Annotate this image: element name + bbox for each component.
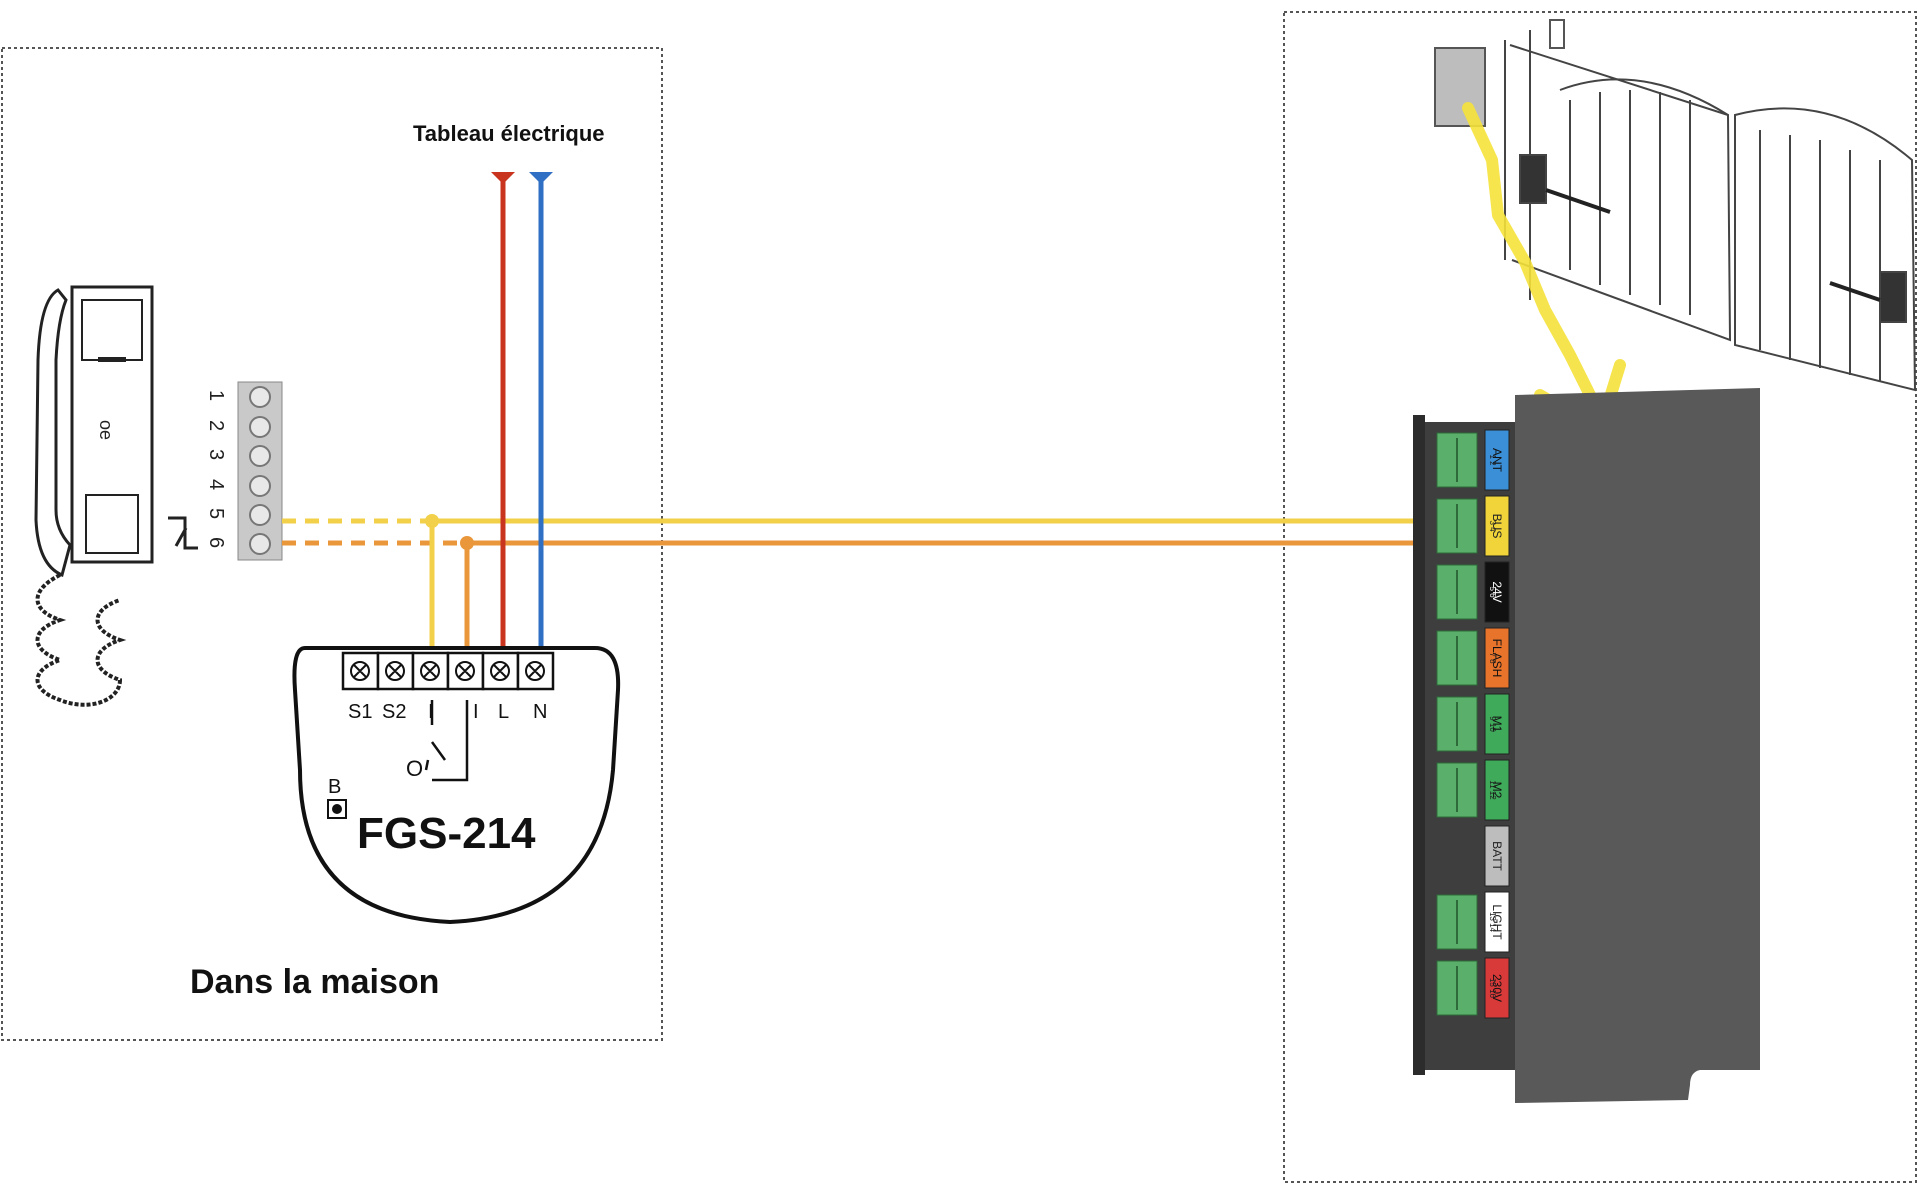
gate-illustration [1434, 19, 1917, 392]
red-arrow-icon [491, 172, 515, 184]
contact-symbol-icon [168, 516, 198, 550]
terminal-name-ant: ANT [1490, 448, 1504, 473]
terminal-label-s2: S2 [382, 701, 406, 723]
terminal-label-s1: S1 [348, 701, 372, 723]
terminal-label-n: N [533, 701, 547, 723]
terminal-pins-light: 13 14 [1488, 912, 1497, 933]
terminal-number-2: 2 [205, 420, 227, 431]
terminal-pins-230v: 15 16 [1488, 978, 1497, 999]
fgs-module [292, 646, 621, 925]
intercom-logo: oe [96, 420, 116, 440]
terminal-label-i2: I [473, 701, 479, 723]
terminal-plate-24v [1484, 561, 1510, 623]
terminal-name-bus: BUS [1490, 514, 1504, 539]
terminal-number-4: 4 [205, 479, 227, 490]
terminal-number-6: 6 [205, 537, 227, 548]
module-model: FGS-214 [357, 809, 536, 858]
terminal-plate-m2 [1484, 759, 1510, 821]
terminal-name-flash: FLASH [1490, 639, 1504, 678]
terminal-pins-ant: 1 2 [1488, 454, 1497, 466]
terminal-plate-batt [1484, 825, 1510, 887]
terminal-pins-m1: 9 10 [1488, 716, 1497, 732]
terminal-plate-light [1484, 891, 1510, 953]
terminal-name-230v: 230V [1490, 974, 1504, 1002]
intercom-handset: oe [34, 285, 154, 707]
terminal-label-l: L [498, 701, 509, 723]
terminal-pins-bus: 3 4 [1488, 520, 1497, 532]
terminal-number-5: 5 [205, 508, 227, 519]
output-label: O [406, 756, 423, 781]
blue-arrow-icon [529, 172, 553, 184]
terminal-name-light: LIGHT [1490, 904, 1504, 940]
panel-label: Tableau électrique [413, 121, 605, 146]
button-label: B [328, 776, 341, 798]
junction-yellow [425, 514, 439, 528]
terminal-name-m1: M1 [1490, 716, 1504, 733]
terminal-number-3: 3 [205, 449, 227, 460]
terminal-pins-m2: 11 12 [1488, 780, 1497, 800]
terminal-plate-flash [1484, 627, 1510, 689]
house-frame [1, 47, 663, 1041]
handset-cord-icon [35, 573, 127, 707]
house-caption: Dans la maison [190, 963, 439, 1001]
terminal-label-i1: I [428, 701, 434, 723]
terminal-number-1: 1 [205, 390, 227, 401]
terminal-pins-24v: 5 6 [1488, 586, 1497, 598]
terminal-plate-bus [1484, 495, 1510, 557]
wires [282, 176, 1448, 650]
intercom-terminal-block [237, 381, 283, 561]
terminal-plate-ant [1484, 429, 1510, 491]
outdoor-frame [1283, 11, 1917, 1183]
terminal-name-m2: M2 [1490, 782, 1504, 799]
terminal-name-batt: BATT [1490, 841, 1504, 871]
terminal-plate-230v [1484, 957, 1510, 1019]
terminal-plate-m1 [1484, 693, 1510, 755]
terminal-pins-flash: 7 8 [1488, 652, 1497, 664]
terminal-name-24v: 24V [1490, 581, 1504, 602]
junction-orange [460, 536, 474, 550]
